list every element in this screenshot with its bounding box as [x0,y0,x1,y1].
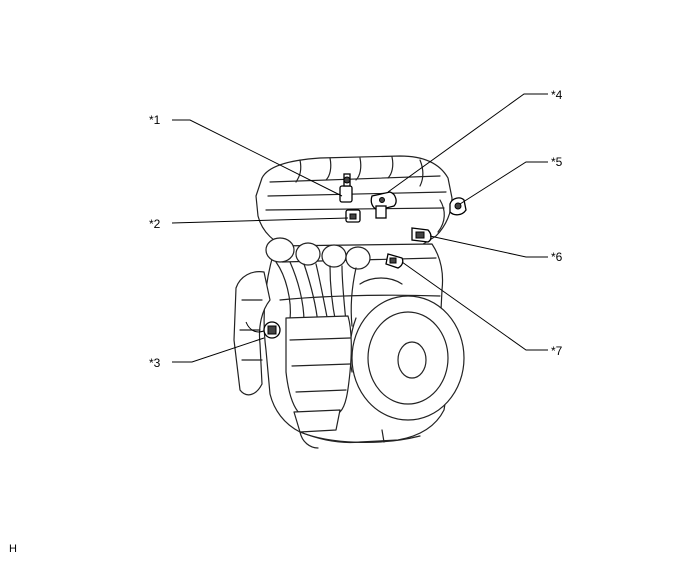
callout-3: *3 [149,356,161,370]
callout-5: *5 [551,155,563,169]
callout-2: *2 [149,217,161,231]
figure-code: H [9,543,17,555]
leader-lines [171,93,548,363]
callout-labels: *1 *2 *3 *4 *5 *6 *7 [149,88,563,370]
component-3 [245,321,281,339]
engine-illustration [233,155,465,449]
leader-line-3 [172,337,265,363]
component-7 [385,253,404,269]
leader-line-7 [401,261,548,351]
component-5 [449,197,467,216]
leader-line-2 [171,217,349,224]
component-1 [339,173,353,203]
leader-line-6 [429,235,548,258]
leader-line-4 [387,93,548,193]
callout-4: *4 [551,88,563,102]
callout-7: *7 [551,344,563,358]
callout-6: *6 [551,250,563,264]
callout-1: *1 [149,113,161,127]
leader-line-5 [459,161,548,205]
component-2 [345,209,361,223]
component-6 [411,227,432,243]
component-4 [370,191,397,219]
leader-line-1 [172,119,343,197]
